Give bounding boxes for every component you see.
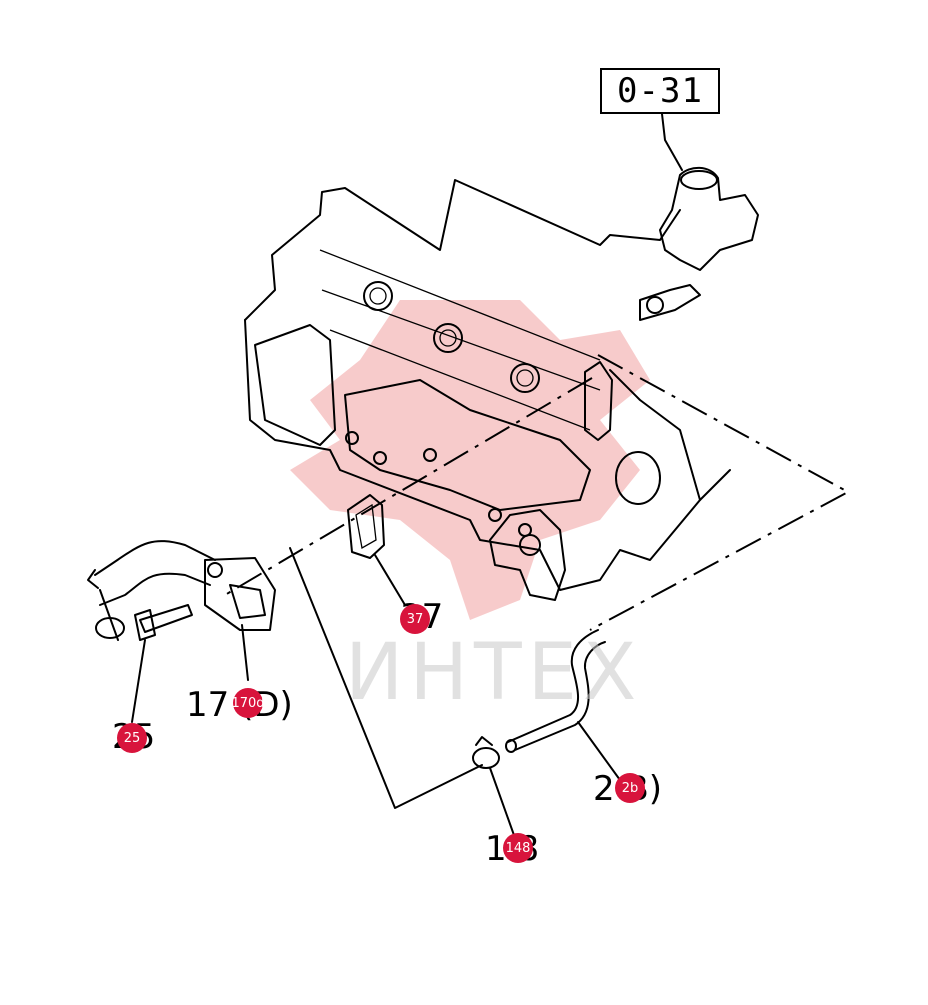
watermark-logo: [290, 300, 650, 620]
callout-badge-37[interactable]: 37: [400, 604, 430, 634]
water-pipe-assembly: [87, 540, 276, 723]
callout-badge-25[interactable]: 25: [117, 723, 147, 753]
clamp-part: [472, 736, 516, 839]
callout-badge-148[interactable]: 148: [503, 833, 533, 863]
watermark-text: ИНТЕХ: [345, 628, 643, 718]
callout-badge-2b[interactable]: 2b: [615, 773, 645, 803]
assembly-lines: [224, 354, 851, 809]
engine-block: [244, 166, 759, 601]
gasket-part: [347, 494, 406, 606]
reference-box[interactable]: 0-31: [600, 68, 720, 114]
reference-leader: [661, 113, 683, 171]
hose-part: [505, 629, 621, 781]
callout-badge-170d[interactable]: 170d: [231, 688, 265, 718]
